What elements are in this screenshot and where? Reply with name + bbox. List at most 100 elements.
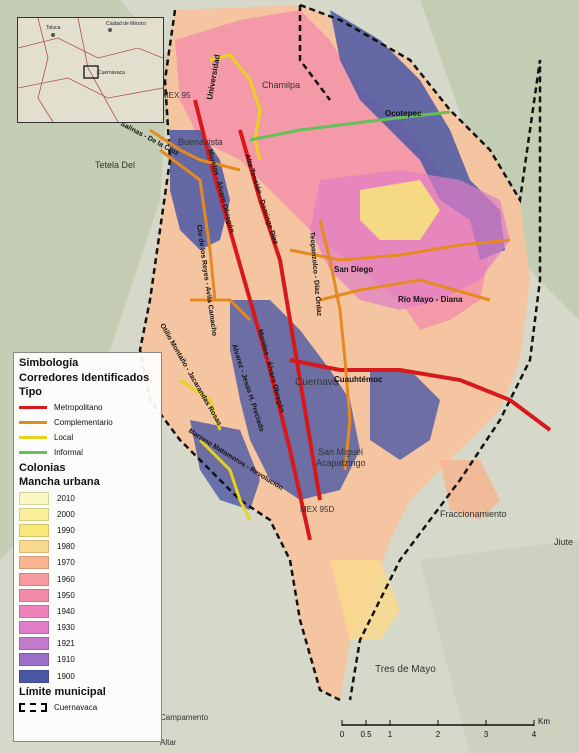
legend-year-row: 1900 — [19, 668, 156, 684]
legend-year-row: 1950 — [19, 587, 156, 603]
legend-year-label: 1930 — [57, 623, 75, 633]
scale-tick-label: 0 — [340, 730, 345, 739]
map-legend: Simbología Corredores Identificados Tipo… — [13, 352, 162, 742]
legend-year-row: 1910 — [19, 652, 156, 668]
inset-locator-map: Toluca Ciudad de México Cuernavaca — [17, 17, 164, 123]
legend-type-row: Informal — [19, 445, 156, 460]
urban-year-swatch — [19, 637, 49, 651]
corridor-label-ocotepec: Ocotepec — [385, 109, 422, 118]
urban-1980-south — [330, 560, 400, 640]
legend-municipal-title: Límite municipal — [19, 686, 106, 699]
urban-year-swatch — [19, 523, 49, 537]
inset-label-cdmx: Ciudad de México — [106, 21, 146, 27]
corridor-label-san-diego: San Diego — [334, 265, 373, 274]
urban-year-swatch — [19, 588, 49, 602]
urban-year-swatch — [19, 604, 49, 618]
corridor-local-otilio — [179, 378, 222, 431]
legend-corridors-title: Corredores Identificados — [19, 372, 150, 384]
urban-1900-east — [370, 370, 440, 460]
urban-year-swatch — [19, 491, 49, 505]
legend-year-row: 1980 — [19, 539, 156, 555]
urban-year-swatch — [19, 572, 49, 586]
urban-1970-east — [440, 460, 500, 520]
corridor-complementario-san-diego — [289, 238, 511, 262]
legend-type-row: Complementario — [19, 415, 156, 430]
municipal-boundary-north — [298, 5, 331, 101]
legend-urban-title: Mancha urbana — [19, 476, 100, 488]
corridor-label-rio-mayo: Río Mayo - Diana — [398, 295, 463, 304]
corridor-type-swatch — [19, 451, 47, 454]
legend-type-title: Tipo — [19, 386, 43, 398]
legend-year-label: 1990 — [57, 525, 75, 535]
label-mex95: MEX 95 — [162, 91, 191, 100]
legend-year-row: 1930 — [19, 620, 156, 636]
scale-tick-label: 0.5 — [360, 730, 372, 739]
legend-year-label: 1900 — [57, 671, 75, 681]
scale-tick-label: 4 — [532, 730, 537, 739]
legend-year-row: 1921 — [19, 636, 156, 652]
urban-year-swatch — [19, 556, 49, 570]
legend-year-row: 1990 — [19, 522, 156, 538]
legend-year-label: 2010 — [57, 493, 75, 503]
corridor-complementario-lateral — [149, 128, 241, 172]
corridor-metropolitano-alta-tension — [238, 129, 322, 501]
urban-year-swatch — [19, 507, 49, 521]
urban-1990 — [360, 180, 440, 240]
label-san-miguel: San Miguel — [318, 447, 363, 457]
legend-municipal-label: Cuernavaca — [54, 703, 98, 713]
corridor-complementario-teopanzolco — [318, 219, 352, 471]
inset-label-toluca: Toluca — [46, 25, 61, 31]
urban-year-swatch — [19, 621, 49, 635]
label-jiutepec: Jiute — [554, 537, 573, 547]
inset-label-cuernavaca: Cuernavaca — [98, 70, 125, 76]
corridor-type-swatch — [19, 406, 47, 409]
legend-type-label: Complementario — [54, 418, 113, 427]
corridor-local-universidad — [209, 53, 262, 161]
label-altar: Altar — [160, 738, 177, 747]
legend-year-label: 1940 — [57, 606, 75, 616]
legend-title: Simbología — [19, 357, 79, 369]
label-fraccionamiento: Fraccionamiento — [440, 509, 507, 519]
corridor-local-matamoros — [198, 438, 252, 521]
terrain-southeast — [420, 540, 579, 753]
corridor-complementario-rio-mayo — [319, 278, 491, 302]
scale-tick-label: 1 — [388, 730, 393, 739]
legend-year-label: 2000 — [57, 509, 75, 519]
legend-type-label: Metropolitano — [54, 403, 103, 412]
label-tetela: Tetela Del — [95, 160, 135, 170]
corridor-complementario-reyes — [159, 148, 217, 301]
inset-map-graphic: Toluca Ciudad de México Cuernavaca — [18, 18, 163, 122]
corridor-label-cuauhtemoc: Cuauhtémoc — [334, 375, 383, 384]
urban-year-swatch — [19, 653, 49, 667]
corridor-type-swatch — [19, 436, 47, 439]
legend-type-label: Local — [54, 433, 74, 442]
scale-unit-label: Km — [538, 717, 550, 726]
corridor-informal-ocotepec — [249, 110, 451, 142]
municipal-boundary-swatch — [19, 703, 47, 713]
municipal-boundary-west — [138, 9, 341, 702]
legend-year-row: 2010 — [19, 490, 156, 506]
label-buenavista: Buenavista — [178, 137, 223, 147]
corridor-complementario-connector — [190, 298, 252, 322]
label-tres-de-mayo: Tres de Mayo — [375, 664, 436, 675]
legend-type-row: Local — [19, 430, 156, 445]
legend-year-label: 1970 — [57, 558, 75, 568]
urban-year-swatch — [19, 669, 49, 683]
corridor-type-swatch — [19, 421, 47, 424]
legend-year-label: 1910 — [57, 655, 75, 665]
label-acapatzingo: Acapatzingo — [316, 458, 366, 468]
legend-year-row: 1960 — [19, 571, 156, 587]
legend-colonias-title: Colonias — [19, 462, 66, 474]
legend-year-label: 1921 — [57, 639, 75, 649]
legend-year-label: 1980 — [57, 542, 75, 552]
label-cuernavaca: Cuernava — [295, 377, 339, 388]
municipal-boundary-east — [299, 3, 542, 701]
label-chamilpa: Chamilpa — [262, 80, 300, 90]
legend-municipal-row: Cuernavaca — [19, 700, 156, 715]
legend-type-row: Metropolitano — [19, 400, 156, 415]
legend-year-row: 1940 — [19, 603, 156, 619]
